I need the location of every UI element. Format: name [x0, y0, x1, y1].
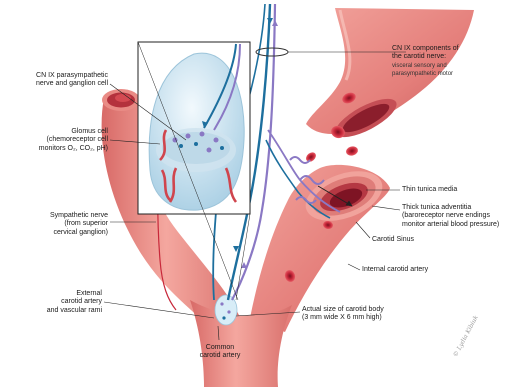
label-actual-size-line2: (3 mm wide X 6 mm high)	[302, 314, 384, 322]
label-actual-size: Actual size of carotid body (3 mm wide X…	[302, 306, 384, 323]
label-cn9-parasympathetic-line2: nerve and ganglion cell	[24, 80, 108, 88]
label-glomus-cell: Glomus cell (chemoreceptor cell monitors…	[24, 128, 108, 153]
label-sympathetic-nerve: Sympathetic nerve (from superior cervica…	[24, 212, 108, 237]
label-internal-carotid: Internal carotid artery	[362, 266, 428, 274]
carotid-body	[215, 295, 237, 325]
label-cn9-components-line4: parasympathetic motor	[392, 70, 459, 78]
label-cn9-components-line1: CN IX components of	[392, 45, 459, 53]
label-common-carotid: Common carotid artery	[176, 344, 264, 361]
label-glomus-cell-line3: monitors O₂, CO₂, pH)	[24, 145, 108, 153]
label-external-carotid: External carotid artery and vascular ram…	[24, 290, 102, 315]
label-carotid-sinus: Carotid Sinus	[372, 236, 414, 244]
label-external-carotid-line1: External	[24, 290, 102, 298]
label-thick-tunica-line3: monitor arterial blood pressure)	[402, 221, 499, 229]
label-external-carotid-line2: carotid artery	[24, 298, 102, 306]
label-thick-tunica-line2: (baroreceptor nerve endings	[402, 212, 499, 220]
label-glomus-cell-line2: (chemoreceptor cell	[24, 136, 108, 144]
label-glomus-cell-line1: Glomus cell	[24, 128, 108, 136]
label-cn9-components-line3: visceral sensory and	[392, 62, 459, 70]
label-sympathetic-nerve-line2: (from superior	[24, 220, 108, 228]
label-actual-size-line1: Actual size of carotid body	[302, 306, 384, 314]
inset-magnification-box	[138, 42, 250, 214]
label-cn9-components-line2: the carotid nerve:	[392, 53, 459, 61]
label-sympathetic-nerve-line3: cervical ganglion)	[24, 229, 108, 237]
label-cn9-components: CN IX components of the carotid nerve: v…	[392, 45, 459, 79]
label-thick-tunica: Thick tunica adventitia (baroreceptor ne…	[402, 204, 499, 229]
label-cn9-parasympathetic-line1: CN IX parasympathetic	[24, 72, 108, 80]
label-external-carotid-line3: and vascular rami	[24, 307, 102, 315]
label-common-carotid-line2: carotid artery	[176, 352, 264, 360]
label-thick-tunica-line1: Thick tunica adventitia	[402, 204, 499, 212]
cn9-nerve-marker	[256, 48, 288, 56]
label-sympathetic-nerve-line1: Sympathetic nerve	[24, 212, 108, 220]
label-thin-tunica: Thin tunica media	[402, 186, 457, 194]
label-cn9-parasympathetic: CN IX parasympathetic nerve and ganglion…	[24, 72, 108, 89]
label-common-carotid-line1: Common	[176, 344, 264, 352]
